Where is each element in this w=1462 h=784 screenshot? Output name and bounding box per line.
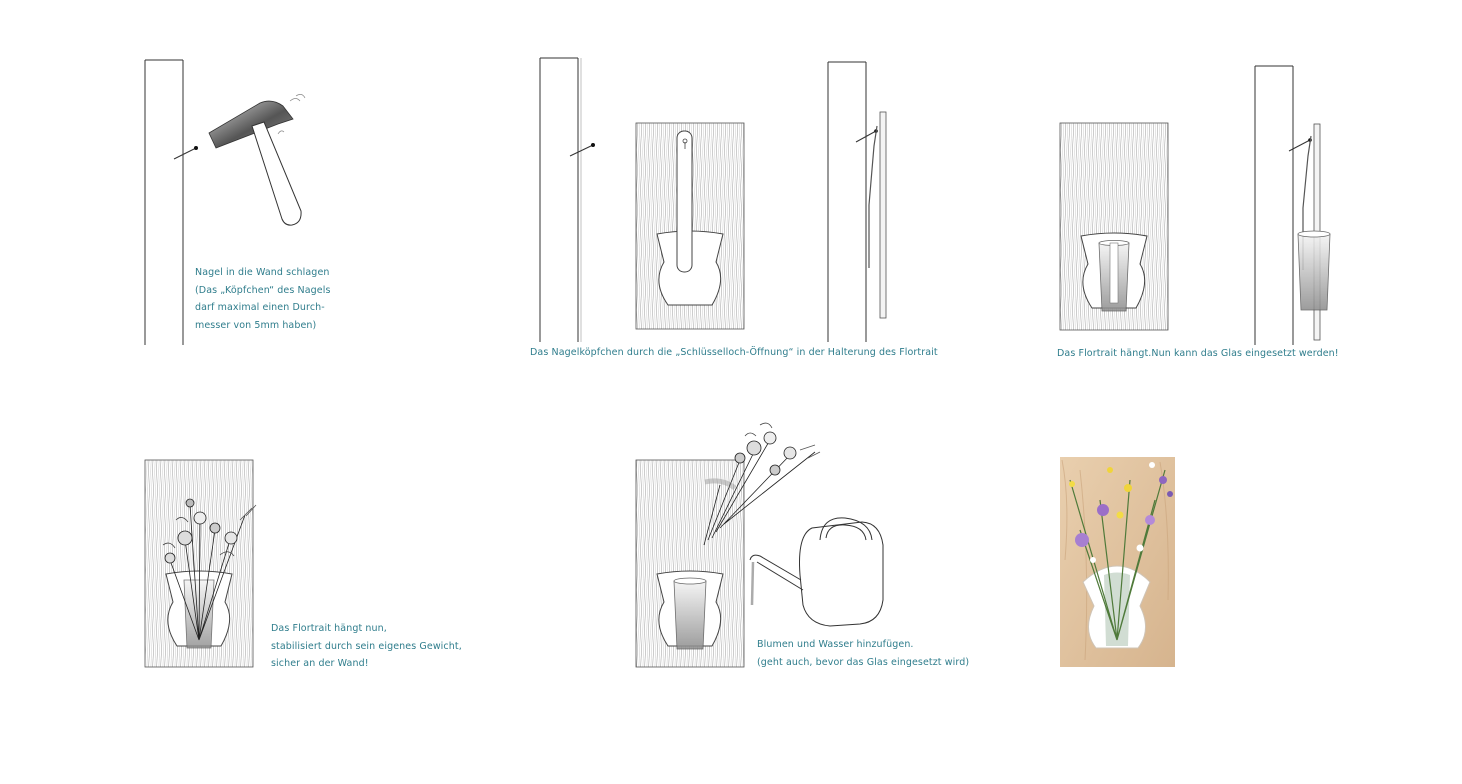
step3-caption: Das Flortrait hängt.Nun kann das Glas ei…: [1057, 345, 1339, 363]
finished-flortrait-photo: [1060, 457, 1175, 667]
step4-illustration: [144, 459, 257, 668]
step2-illustration: [539, 57, 887, 342]
caption-line: Blumen und Wasser hinzufügen.: [757, 639, 914, 650]
flower-bouquet-icon: [162, 498, 257, 641]
step5-caption: Blumen und Wasser hinzufügen. (geht auch…: [757, 636, 969, 671]
nail-icon: [173, 146, 198, 160]
glass-icon: [1297, 230, 1331, 311]
caption-line: Nagel in die Wand schlagen: [195, 267, 330, 278]
hammer-icon: [208, 94, 306, 226]
flortrait-board: [1059, 122, 1169, 331]
caption-line: messer von 5mm haben): [195, 319, 317, 331]
watering-can-icon: [749, 517, 884, 627]
step1-illustration: [144, 59, 306, 345]
flower-bouquet-icon: [703, 422, 821, 546]
wall-side-view: [1254, 65, 1331, 345]
flortrait-board: [635, 122, 745, 330]
caption-line: Das Flortrait hängt nun,: [271, 623, 387, 634]
wall: [539, 57, 582, 342]
glass-icon: [673, 577, 707, 650]
caption-line: sicher an der Wand!: [271, 658, 369, 669]
nail-icon: [569, 143, 595, 157]
caption-line: (geht auch, bevor das Glas eingesetzt wi…: [757, 656, 970, 668]
step4-caption: Das Flortrait hängt nun, stabilisiert du…: [271, 620, 462, 673]
step1-caption: Nagel in die Wand schlagen (Das „Köpfche…: [195, 264, 331, 334]
step3-illustration: [1059, 65, 1331, 345]
caption-line: Das Nagelköpfchen durch die „Schlüssello…: [530, 347, 938, 358]
step5-illustration: [635, 422, 884, 668]
wall: [144, 59, 184, 345]
step2-caption: Das Nagelköpfchen durch die „Schlüssello…: [530, 344, 938, 362]
flortrait-board: [635, 459, 745, 668]
caption-line: stabilisiert durch sein eigenes Gewicht,: [271, 640, 462, 652]
wall-side-view: [827, 61, 887, 342]
caption-line: Das Flortrait hängt.Nun kann das Glas ei…: [1057, 348, 1339, 359]
caption-line: (Das „Köpfchen“ des Nagels: [195, 284, 331, 296]
caption-line: darf maximal einen Durch-: [195, 302, 325, 313]
glass-icon: [1098, 240, 1130, 312]
